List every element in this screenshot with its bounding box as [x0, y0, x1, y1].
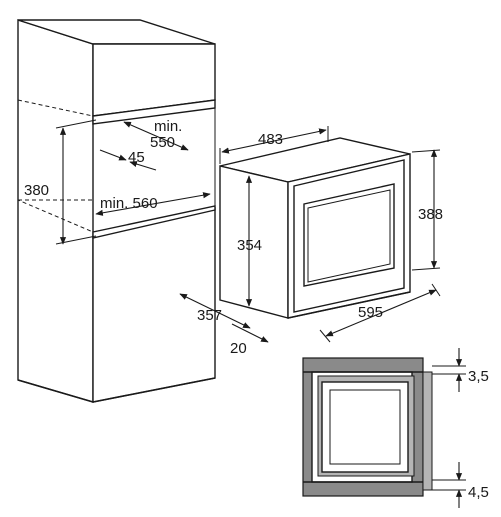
- cabinet-height-label: 380: [24, 182, 49, 199]
- cabinet-depth-min-label-2: 550: [150, 134, 175, 151]
- cabinet-side-panel: [17, 19, 94, 403]
- oven-window: [303, 183, 395, 287]
- oven-dimensions: [179, 126, 441, 343]
- section-dimensions: [432, 348, 466, 508]
- cabinet-gap-label: 45: [128, 149, 145, 166]
- cabinet-depth-min-label-1: min.: [154, 118, 182, 135]
- bottom-gap-label: 4,5: [468, 484, 489, 501]
- cabinet-dimensions: [55, 119, 211, 245]
- section-detail: [302, 357, 433, 497]
- cabinet-lower-door: [92, 207, 216, 403]
- oven-height-label: 388: [418, 206, 443, 223]
- oven-unit: [219, 137, 411, 319]
- oven-width-top-label: 483: [258, 131, 283, 148]
- cabinet-width-min-label: min. 560: [100, 195, 158, 212]
- door-offset-label: 20: [230, 340, 247, 357]
- oven-depth-label: 357: [197, 307, 222, 324]
- top-gap-label: 3,5: [468, 368, 489, 385]
- oven-width-label: 595: [358, 304, 383, 321]
- tall-cabinet: [17, 19, 216, 403]
- section-door-panel: [422, 371, 433, 491]
- oven-height-inner-label: 354: [237, 237, 262, 254]
